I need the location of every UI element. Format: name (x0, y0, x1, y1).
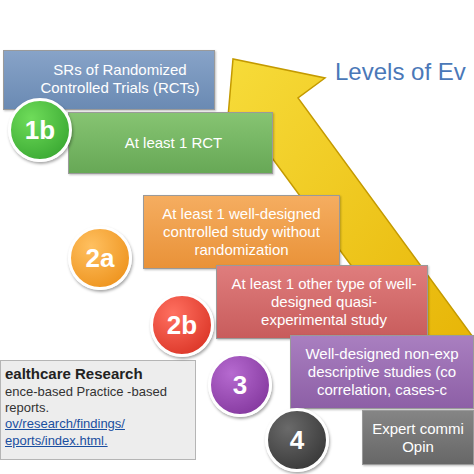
diagram-title: Levels of Ev (335, 58, 466, 86)
level-number: 4 (290, 425, 304, 456)
level-box: Well-designed non-exp descriptive studie… (290, 335, 474, 409)
level-number: 2a (86, 243, 115, 274)
level-box: At least 1 other type of well-designed q… (216, 265, 428, 339)
level-box: Expert commi Opin (362, 410, 474, 465)
level-badge: 2b (150, 293, 214, 357)
reference-text: ealthcare Research (5, 365, 189, 384)
level-badge: 2a (68, 226, 132, 290)
level-badge: 1b (8, 98, 72, 162)
reference-text: ence-based Practice -based reports. (5, 384, 189, 417)
level-label: Expert commi Opin (371, 420, 465, 456)
level-badge: 4 (265, 408, 329, 472)
level-label: Well-designed non-exp descriptive studie… (299, 345, 465, 399)
level-badge: 3 (208, 353, 272, 417)
level-label: At least 1 RCT (83, 134, 264, 152)
level-label: SRs of Randomized Controlled Trials (RCT… (34, 61, 206, 97)
reference-text: ov/research/findings/ eports/index.html. (5, 416, 189, 449)
reference-note: ealthcare Researchence-based Practice -b… (0, 360, 196, 460)
level-number: 1b (25, 115, 55, 146)
level-box: At least 1 well-designed controlled stud… (143, 195, 340, 269)
level-number: 3 (233, 370, 247, 401)
level-label: At least 1 other type of well-designed q… (229, 275, 419, 329)
level-label: At least 1 well-designed controlled stud… (152, 205, 331, 259)
level-number: 2b (167, 310, 197, 341)
level-box: At least 1 RCT (68, 112, 273, 174)
